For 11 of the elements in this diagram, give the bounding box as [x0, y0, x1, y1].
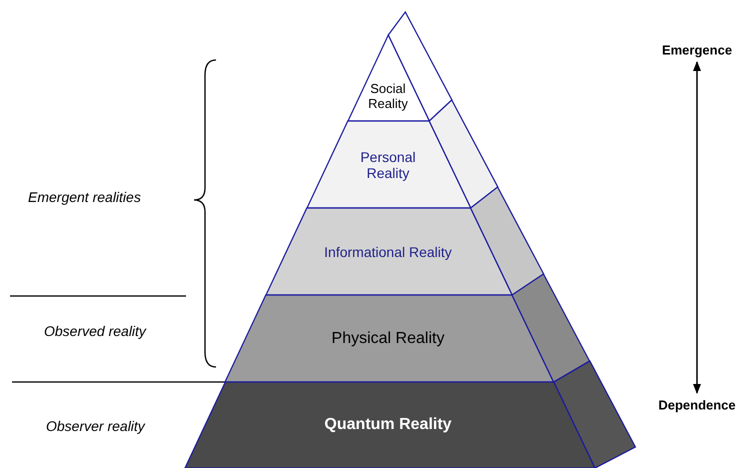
- axis-label: Dependence: [658, 398, 736, 412]
- layer-label: Informational Reality: [323, 244, 453, 260]
- layer-label: Social Reality: [367, 81, 409, 111]
- layer-label: Quantum Reality: [323, 416, 453, 434]
- layer-label: Physical Reality: [330, 330, 446, 348]
- axis-label: Emergence: [662, 42, 732, 58]
- double-arrow: [693, 61, 701, 394]
- region-label: Emergent realities: [28, 189, 141, 205]
- region-label: Observer reality: [46, 418, 145, 434]
- layer-label: Personal Reality: [359, 148, 417, 180]
- region-label: Observed reality: [44, 323, 146, 339]
